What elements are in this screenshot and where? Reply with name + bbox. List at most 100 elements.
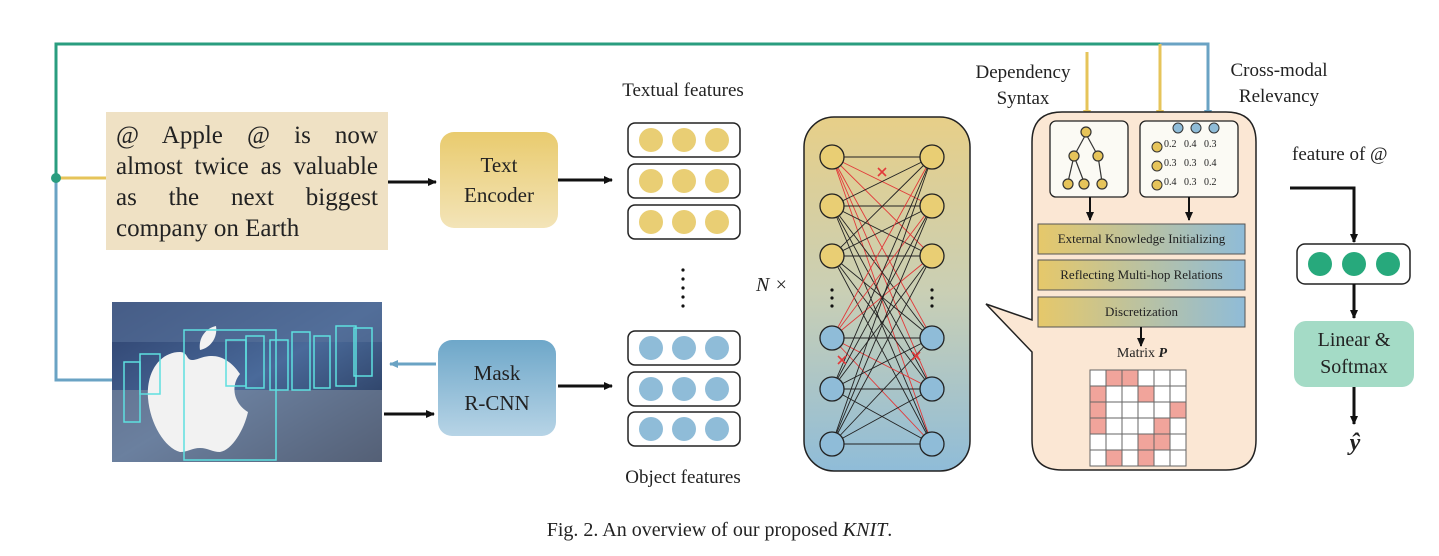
matrix-cell — [1121, 369, 1139, 387]
textual-feature-vector-node — [705, 169, 729, 193]
text-encoder-label-2: Encoder — [464, 183, 534, 207]
object-feature-vector-node — [639, 336, 663, 360]
image-blue-branch — [54, 178, 112, 382]
object-feature-vector-node — [672, 377, 696, 401]
matrix-cell — [1089, 433, 1107, 451]
relevancy-row-1: 0.2 0.4 0.3 — [1164, 139, 1244, 150]
gnn-edge — [831, 205, 933, 445]
relevancy-cell: 0.2 — [1164, 139, 1177, 150]
textual-feature-vector-node — [672, 169, 696, 193]
gnn-right-node — [919, 431, 945, 457]
gnn-edge — [831, 388, 933, 445]
matrix-cell — [1153, 433, 1171, 451]
object-feature-vector-node — [672, 336, 696, 360]
linear-softmax-line-2: Softmax — [1320, 356, 1388, 378]
relevancy-cell: 0.3 — [1184, 158, 1197, 169]
cross-modal-relevancy-line-1: Cross-modal — [1230, 60, 1328, 81]
dependency-tree-icon — [1062, 126, 1108, 190]
textual-feature-vector-node — [639, 128, 663, 152]
textual-features-label: Textual features — [622, 80, 744, 101]
gnn-left-node — [819, 376, 845, 402]
gnn-edge — [831, 205, 933, 257]
matrix-cell — [1137, 433, 1155, 451]
gnn-left-node — [819, 144, 845, 170]
matrix-cell — [1105, 385, 1123, 403]
gnn-left-node — [819, 193, 845, 219]
matrix-cell — [1089, 417, 1107, 435]
gnn-right-node — [919, 243, 945, 269]
text-encoder-box — [440, 132, 558, 228]
matrix-cell — [1105, 433, 1123, 451]
gnn-edge — [831, 156, 933, 257]
matrix-cell — [1105, 417, 1123, 435]
matrix-cell — [1105, 401, 1123, 419]
output-node-1 — [1308, 252, 1332, 276]
gnn-edge — [831, 337, 933, 390]
matrix-cell — [1089, 401, 1107, 419]
n-times-label: N × — [756, 274, 788, 296]
gnn-edge — [831, 255, 933, 390]
relevancy-cell: 0.4 — [1204, 158, 1217, 169]
top-green-line — [54, 42, 1160, 178]
matrix-cell — [1121, 449, 1139, 467]
gnn-left-node — [819, 243, 845, 269]
mask-rcnn-label-1: Mask — [473, 361, 521, 385]
gnn-edge — [831, 156, 933, 207]
matrix-cell — [1105, 449, 1123, 467]
caption-suffix: . — [887, 519, 893, 541]
mask-rcnn-label-2: R-CNN — [464, 391, 530, 415]
matrix-p-grid — [1089, 369, 1187, 467]
matrix-cell — [1169, 449, 1187, 467]
caption-model-name: KNIT — [842, 519, 888, 541]
matrix-cell — [1137, 417, 1155, 435]
caption-prefix: Fig. 2. An overview of our proposed — [546, 519, 843, 541]
linear-softmax-line-1: Linear & — [1317, 329, 1391, 351]
gnn-left-node — [819, 431, 845, 457]
matrix-cell — [1169, 401, 1187, 419]
gnn-edge — [831, 205, 933, 390]
text-encoder-label: Text Encoder — [440, 132, 558, 228]
relevancy-node-icons — [1151, 122, 1220, 191]
textual-feature-vector-node — [705, 210, 729, 234]
matrix-cell — [1089, 385, 1107, 403]
arrow-feature-to-vector — [1290, 186, 1358, 243]
matrix-p-label: Matrix P — [1100, 346, 1184, 362]
gnn-left-node — [819, 325, 845, 351]
feature-ellipsis — [681, 268, 685, 308]
matrix-cell — [1169, 433, 1187, 451]
matrix-cell — [1089, 449, 1107, 467]
mask-rcnn-label: Mask R-CNN — [438, 340, 556, 436]
object-feature-vector-node — [639, 417, 663, 441]
input-sentence: @ Apple @ is now almost twice as valuabl… — [106, 112, 388, 250]
matrix-cell — [1153, 417, 1171, 435]
matrix-cell — [1169, 369, 1187, 387]
text-encoder-label-1: Text — [480, 153, 518, 177]
relevancy-cell: 0.4 — [1164, 177, 1177, 188]
gnn-edge — [831, 156, 933, 445]
feature-vectors — [627, 122, 741, 447]
feature-of-label: feature of @ — [1292, 144, 1388, 165]
mask-rcnn-box — [438, 340, 556, 436]
textual-feature-vector-node — [672, 210, 696, 234]
cross-modal-relevancy-line-2: Relevancy — [1238, 86, 1320, 107]
relevancy-row-2: 0.3 0.3 0.4 — [1164, 158, 1244, 169]
textual-feature-vector-node — [672, 128, 696, 152]
cross-modal-relevancy-label: Cross-modal Relevancy — [1204, 58, 1354, 110]
output-node-3 — [1376, 252, 1400, 276]
textual-feature-vector-node — [639, 169, 663, 193]
relevancy-row-3: 0.4 0.3 0.2 — [1164, 177, 1244, 188]
dependency-syntax-line-1: Dependency — [975, 62, 1071, 83]
matrix-cell — [1137, 385, 1155, 403]
object-features-label: Object features — [625, 467, 741, 488]
gnn-cross-marks — [837, 167, 921, 365]
gnn-edges — [831, 156, 933, 445]
object-feature-vector-node — [639, 377, 663, 401]
junction-dot — [51, 173, 61, 183]
relevancy-blue-line — [1160, 42, 1212, 119]
relevancy-cell: 0.4 — [1184, 139, 1197, 150]
gnn-ellipsis — [830, 288, 934, 308]
matrix-cell — [1121, 417, 1139, 435]
matrix-cell — [1137, 401, 1155, 419]
object-feature-vector-node — [672, 417, 696, 441]
